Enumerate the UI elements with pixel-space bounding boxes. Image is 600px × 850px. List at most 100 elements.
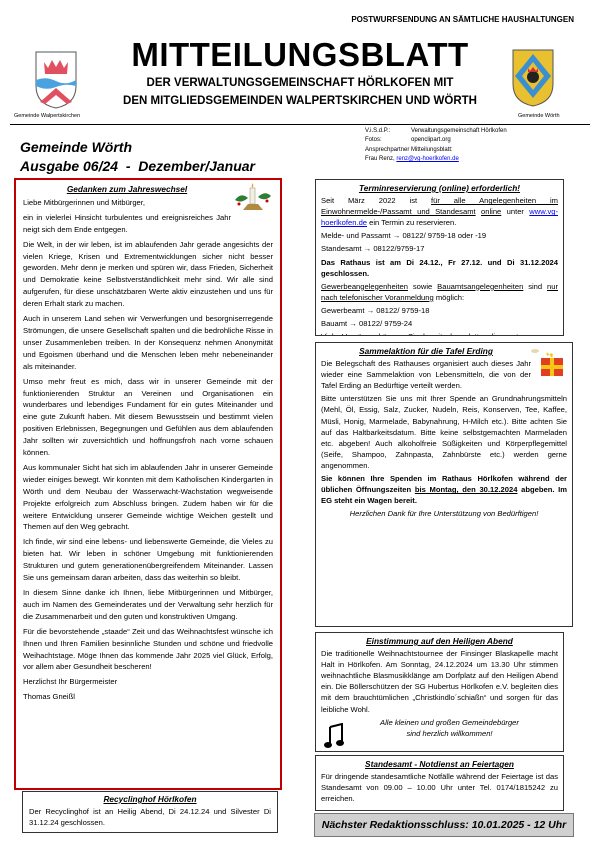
paragraph: Bitte unterstützen Sie uns mit Ihrer Spe… (321, 393, 567, 471)
logo-right-caption: Gemeinde Wörth (518, 113, 560, 119)
text-segment: Seit März 2022 ist (321, 196, 432, 206)
text-segment: für alle Angelegenheiten im Einwohnermel… (321, 196, 558, 217)
paragraph: Thomas Gneißl (23, 691, 273, 703)
food-drive-body: Die Belegschaft des Rathauses organisier… (321, 358, 567, 519)
text-segment: In diesem Sinne danke ich Ihnen, liebe M… (23, 588, 273, 621)
text-segment: Bitte unterstützen Sie uns mit Ihrer Spe… (321, 394, 567, 470)
paragraph: Ich finde, wir sind eine lebens- und lie… (23, 536, 273, 584)
appointment-heading: Terminreservierung (online) erforderlich… (358, 183, 521, 193)
text-segment: Bauamtsangelegenheiten (437, 281, 524, 291)
issue-edition: Ausgabe 06/24 - Dezember/Januar (20, 158, 255, 174)
paragraph: Die Welt, in der wir leben, ist im ablau… (23, 239, 273, 310)
text-segment: Gewerbeamt → 08122/ 9759-18 (321, 305, 430, 315)
appointment-box: Terminreservierung (online) erforderlich… (315, 179, 564, 336)
candle-holly-icon (235, 183, 271, 210)
text-segment: Thomas Gneißl (23, 692, 75, 702)
christmas-eve-box: Einstimmung auf den Heiligen Abend Die t… (315, 632, 564, 752)
registry-emergency-heading: Standesamt - Notdienst an Feiertagen (365, 759, 514, 769)
text-segment: Standesamt → 08122/9759-17 (321, 244, 425, 254)
appointment-body: Seit März 2022 ist für alle Angelegenhei… (321, 195, 558, 335)
subtitle-line-1: DER VERWALTUNGSGEMEINSCHAFT HÖRLKOFEN MI… (146, 77, 454, 89)
text-segment: Melde- und Passamt → 08122/ 9759-18 oder… (321, 231, 487, 241)
text-segment: Liebe Mitbürgerinnen und Mitbürger, (23, 197, 145, 207)
paragraph: Aus kommunaler Sicht hat sich im ablaufe… (23, 462, 273, 533)
registry-emergency-box: Standesamt - Notdienst an Feiertagen Für… (315, 755, 564, 811)
website-link[interactable]: www.vg-hoerlkofen.de (321, 207, 558, 228)
editorial-deadline: Nächster Redaktionsschluss: 10.01.2025 -… (314, 813, 574, 837)
website-link[interactable]: www.vg-hoerlkofen.de (321, 332, 558, 335)
paragraph: ein in vielerlei Hinsicht turbulentes un… (23, 212, 273, 236)
text-segment: Der Recyclinghof ist an Heilig Abend, Di… (29, 807, 271, 828)
letter-box: Gedanken zum Jahreswechsel Liebe Mitbürg… (14, 178, 282, 790)
subtitle-line-2: DEN MITGLIEDSGEMEINDEN WALPERTSKIRCHEN U… (123, 95, 477, 107)
recycling-box: Recyclinghof Hörlkofen Der Recyclinghof … (22, 791, 278, 833)
text-segment: Die Welt, in der wir leben, ist im ablau… (23, 239, 273, 309)
food-drive-heading: Sammelaktion für die Tafel Erding (359, 346, 493, 356)
christmas-eve-body: Die traditionelle Weihnachtstournee der … (321, 648, 558, 715)
gift-icon (531, 349, 563, 376)
christmas-eve-closing-1: Alle kleinen und großen Gemeindebürger (380, 717, 519, 727)
paragraph: Die traditionelle Weihnachtstournee der … (321, 648, 558, 715)
paragraph: Herzlichst Ihr Bürgermeister (23, 676, 273, 688)
text-segment: Die Belegschaft des Rathauses organisier… (321, 359, 531, 391)
letter-heading: Gedanken zum Jahreswechsel (66, 184, 188, 194)
text-segment: abgeben. Im EG steht ein Wagen bereit. (321, 485, 567, 506)
food-drive-box: Sammelaktion für die Tafel Erding Die Be… (315, 342, 573, 627)
paragraph: Für die bevorstehende „staade“ Zeit und … (23, 626, 273, 674)
imprint-contact-label: Ansprechpartner Mitteilungsblatt: (365, 147, 453, 153)
text-segment: Sie können Ihre Spenden im Rathaus Hörlk… (321, 474, 567, 495)
text-segment: Das Rathaus ist am Di 24.12., Fr 27.12. … (321, 257, 558, 278)
recycling-body: Der Recyclinghof ist an Heilig Abend, Di… (29, 806, 271, 828)
walpertskirchen-coat-of-arms-icon (35, 51, 77, 109)
paragraph: Für dringende standesamtliche Notfälle w… (321, 771, 558, 804)
text-segment: Für dringende standesamtliche Notfälle w… (321, 772, 558, 804)
text-segment: Umso mehr freut es mich, dass wir in uns… (23, 376, 273, 458)
text-segment: Gewerbeangelegenheiten (321, 281, 408, 291)
text-segment: online (481, 207, 502, 217)
text-segment: bis Montag, den 30.12.2024 (414, 485, 518, 495)
paragraph: Standesamt → 08122/9759-17 (321, 243, 558, 254)
text-segment: möglich: (433, 292, 465, 302)
logo-left-caption: Gemeinde Walpertskirchen (14, 113, 81, 119)
imprint-photos: Fotos:openclipart.org (365, 137, 451, 143)
paragraph: Viele Vorgänge können Sie bereits komple… (321, 331, 558, 335)
page-title: MITTEILUNGSBLATT (131, 36, 469, 73)
woerth-coat-of-arms-icon (512, 49, 554, 107)
paragraph: Herzlichen Dank für Ihre Unterstützung v… (321, 508, 567, 519)
text-segment: ein Termin zu reservieren. (367, 218, 457, 228)
text-segment: sowie (407, 281, 438, 291)
christmas-eve-heading: Einstimmung auf den Heiligen Abend (366, 636, 513, 646)
text-segment: nur nach telefonischer Voranmeldung (321, 281, 558, 302)
text-segment: Für die bevorstehende „staade“ Zeit und … (23, 626, 273, 672)
paragraph: Sie können Ihre Spenden im Rathaus Hörlk… (321, 473, 567, 506)
paragraph: Die Belegschaft des Rathauses organisier… (321, 358, 567, 391)
municipality-name: Gemeinde Wörth (20, 139, 133, 155)
paragraph: Gewerbeamt → 08122/ 9759-18 (321, 305, 558, 316)
text-segment: Aus kommunaler Sicht hat sich im ablaufe… (23, 462, 273, 532)
registry-emergency-body: Für dringende standesamtliche Notfälle w… (321, 771, 558, 804)
text-segment: Ich finde, wir sind eine lebens- und lie… (23, 537, 273, 583)
paragraph: Umso mehr freut es mich, dass wir in uns… (23, 376, 273, 459)
christmas-eve-closing-2: sind herzlich willkommen! (406, 728, 493, 738)
text-segment: Viele Vorgänge können Sie bereits komple… (321, 332, 529, 335)
text-segment: unter (501, 207, 530, 217)
paragraph: Liebe Mitbürgerinnen und Mitbürger, (23, 197, 273, 209)
music-note-icon (324, 723, 344, 748)
text-segment: Herzlichen Dank für Ihre Unterstützung v… (349, 509, 539, 519)
paragraph: Gewerbeangelegenheiten sowie Bauamtsange… (321, 281, 558, 303)
imprint-visdp: V.i.S.d.P.:Verwaltungsgemeinschaft Hörlk… (365, 128, 507, 134)
text-segment: Herzlichst Ihr Bürgermeister (23, 677, 118, 687)
text-segment: Die traditionelle Weihnachtstournee der … (321, 649, 558, 714)
imprint-contact: Frau Renz, renz@vg-hoerlkofen.de (365, 156, 459, 162)
distribution-note: POSTWURFSENDUNG AN SÄMTLICHE HAUSHALTUNG… (351, 15, 574, 24)
paragraph: Seit März 2022 ist für alle Angelegenhei… (321, 195, 558, 228)
paragraph: Melde- und Passamt → 08122/ 9759-18 oder… (321, 230, 558, 241)
paragraph: Der Recyclinghof ist an Heilig Abend, Di… (29, 806, 271, 828)
contact-email-link[interactable]: renz@vg-hoerlkofen.de (396, 156, 459, 162)
letter-body: Liebe Mitbürgerinnen und Mitbürger, ein i… (23, 197, 273, 703)
paragraph: Auch in unserem Land sehen wir Verwerfun… (23, 313, 273, 373)
paragraph: Bauamt → 08122/ 9759-24 (321, 318, 558, 329)
text-segment: Auch in unserem Land sehen wir Verwerfun… (23, 314, 273, 371)
paragraph: In diesem Sinne danke ich Ihnen, liebe M… (23, 587, 273, 623)
header-divider (10, 124, 590, 125)
